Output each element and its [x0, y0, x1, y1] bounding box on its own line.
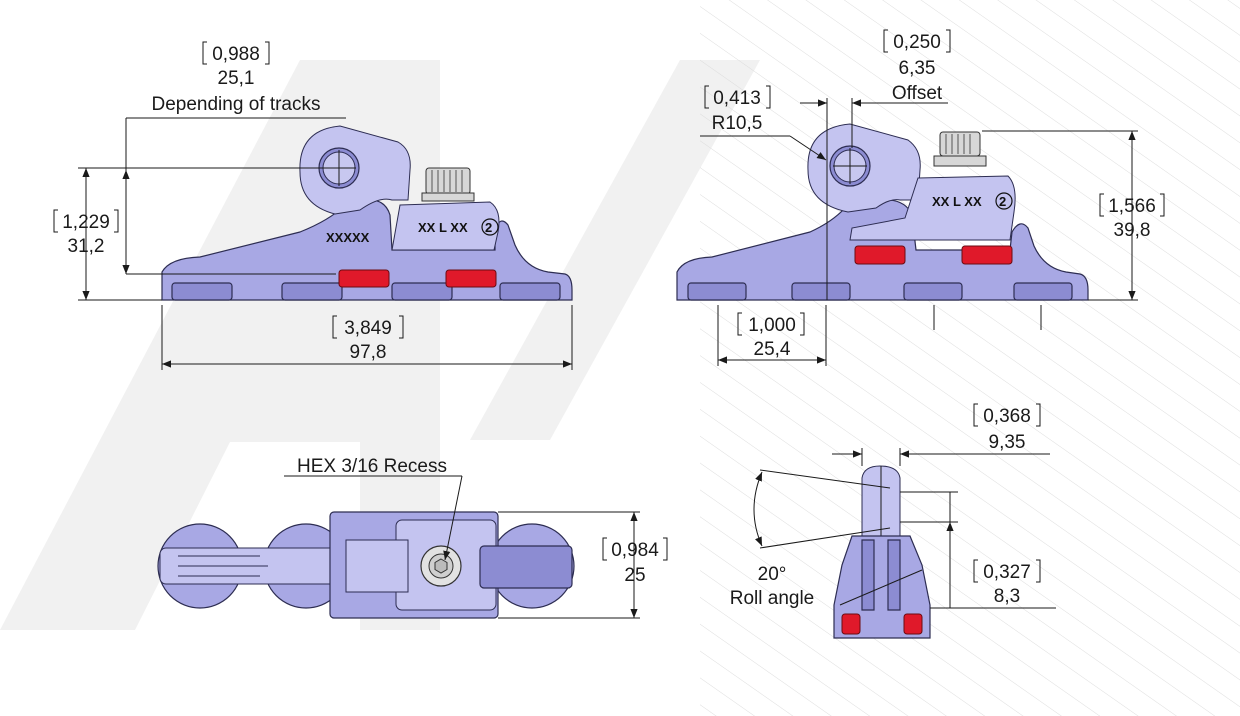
- side-width-in: 0,988: [212, 44, 260, 65]
- end-top-in: 0,368: [983, 406, 1031, 427]
- offset-height-mm: 39,8: [1114, 220, 1151, 241]
- roll-angle-value: 20°: [758, 564, 787, 585]
- side-height-mm: 31,2: [68, 236, 105, 257]
- offset-marking-right: XX L XX: [932, 194, 982, 209]
- side-marking-num: 2: [485, 220, 492, 235]
- end-top-mm: 9,35: [989, 432, 1026, 453]
- radius-mm: R10,5: [712, 113, 763, 134]
- offset-marking-num: 2: [999, 194, 1006, 209]
- top-width-mm: 25: [624, 565, 645, 586]
- roll-angle-label: Roll angle: [730, 588, 815, 609]
- side-width-note: Depending of tracks: [152, 94, 321, 115]
- offset-label: Offset: [892, 83, 943, 104]
- top-view: HEX 3/16 Recess 0,984 25: [157, 456, 668, 619]
- recess-label: HEX 3/16 Recess: [297, 456, 447, 477]
- pitch-mm: 25,4: [754, 339, 791, 360]
- side-marking-right: XX L XX: [418, 220, 468, 235]
- side-view: XXXXX XX L XX 2 0,988 25,1 Depending of …: [53, 41, 573, 370]
- pitch-in: 1,000: [748, 315, 796, 336]
- side-height-in: 1,229: [62, 212, 110, 233]
- offset-height-in: 1,566: [1108, 196, 1156, 217]
- end-low-in: 0,327: [983, 562, 1031, 583]
- offset-view: XX L XX 2 0,250 6,35 Offset 0,413 R10,5 …: [676, 29, 1165, 366]
- end-view: 0,368 9,35 20° Roll angle 0,327 8,3: [730, 403, 1056, 639]
- top-width-in: 0,984: [611, 540, 659, 561]
- end-low-mm: 8,3: [994, 586, 1020, 607]
- offset-in: 0,250: [893, 32, 941, 53]
- offset-mm: 6,35: [899, 58, 936, 79]
- side-length-mm: 97,8: [350, 342, 387, 363]
- side-length-in: 3,849: [344, 318, 392, 339]
- radius-in: 0,413: [713, 88, 761, 109]
- side-width-mm: 25,1: [218, 68, 255, 89]
- side-marking-left: XXXXX: [326, 230, 370, 245]
